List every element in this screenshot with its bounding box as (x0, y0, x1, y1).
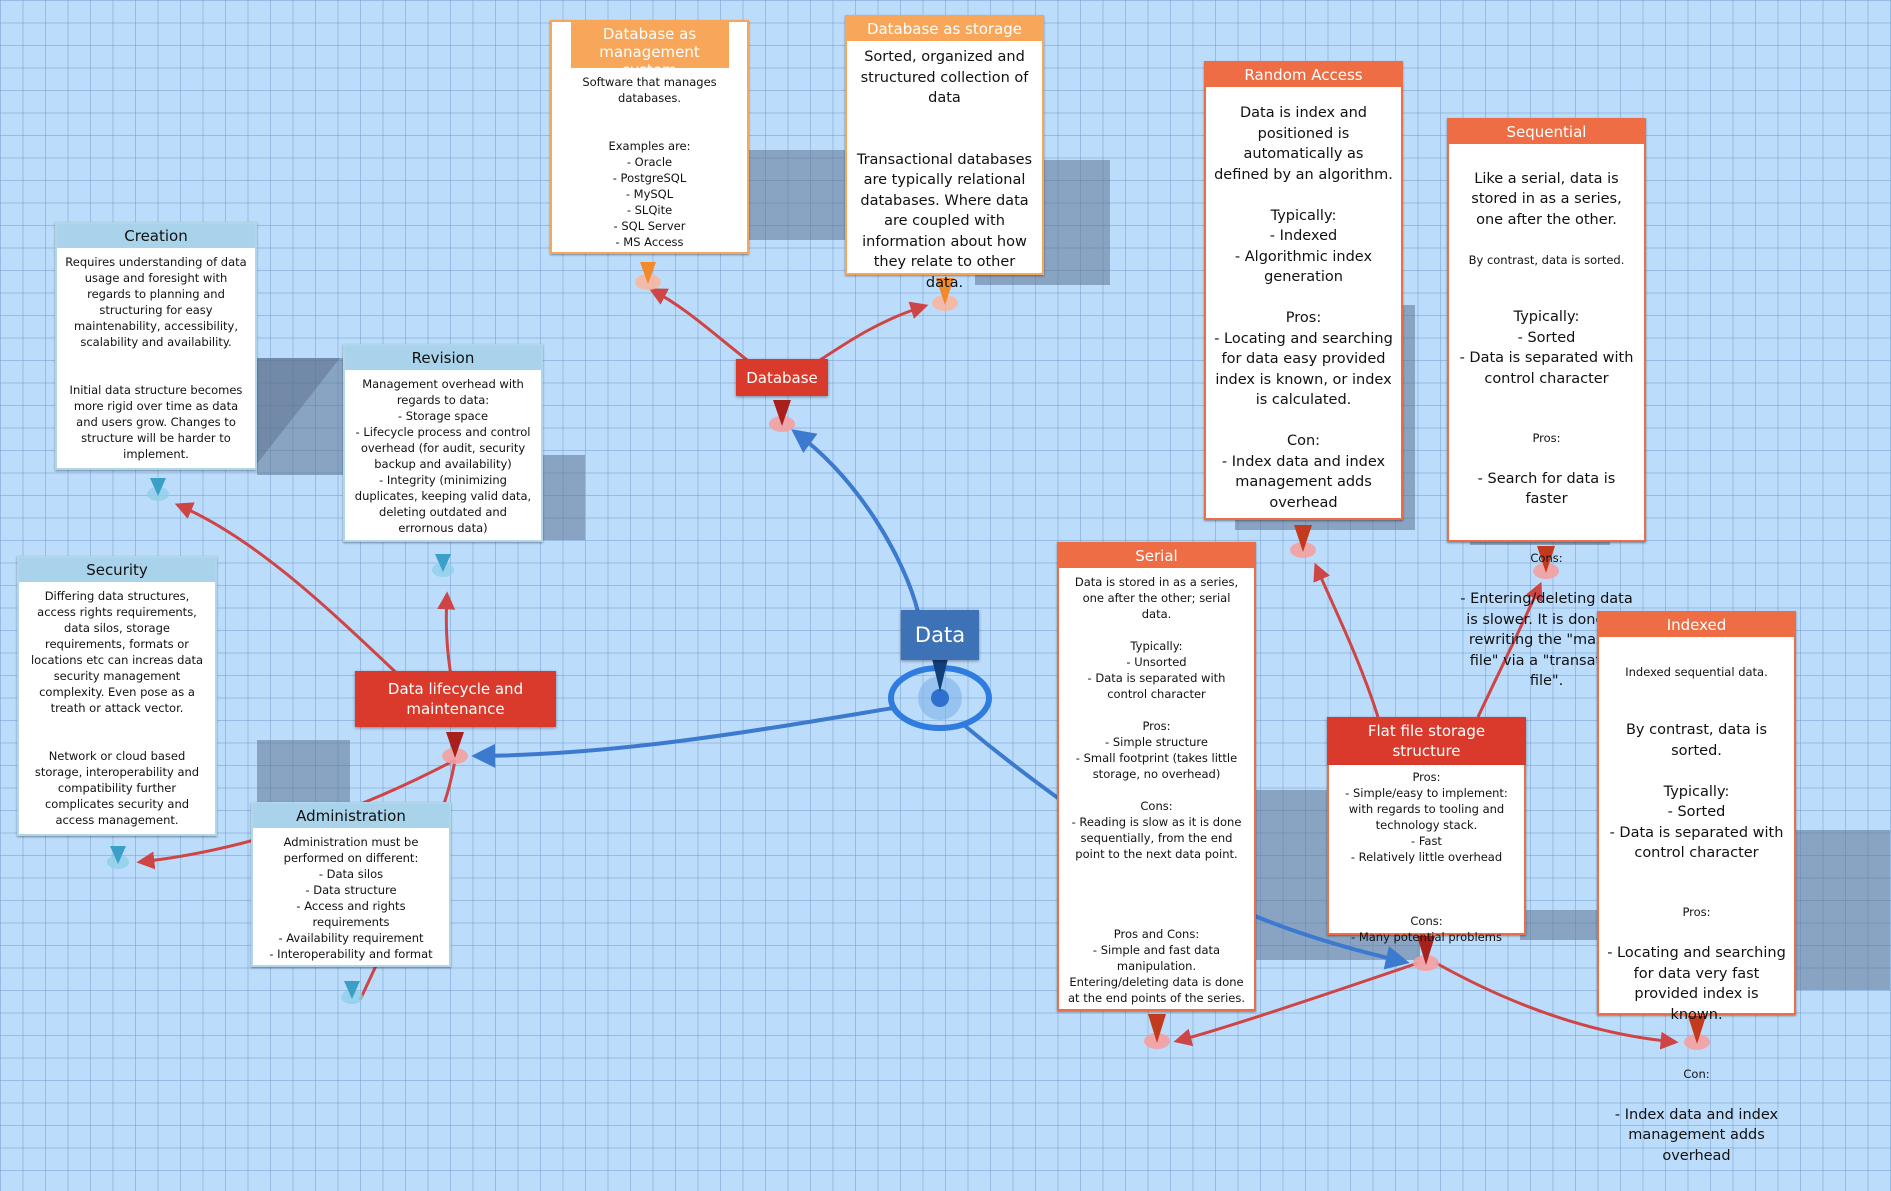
pin-db-storage (932, 278, 958, 311)
card-db-mgmt-body: Software that manages databases. Example… (582, 75, 717, 249)
indexed-text-1: Indexed sequential data. (1625, 664, 1768, 679)
indexed-text-6: - Index data and index management adds o… (1614, 1106, 1779, 1164)
card-serial-title: Serial (1059, 544, 1254, 568)
central-node-data[interactable]: Data (901, 610, 979, 660)
branch-lifecycle-label: Data lifecycle and maintenance (387, 680, 524, 718)
card-indexed-content: Indexed sequential data. By contrast, da… (1599, 637, 1794, 1191)
card-random-access[interactable]: Random Access Data is index and position… (1204, 61, 1403, 520)
branch-flatfile[interactable]: Flat file storage structure (1327, 717, 1526, 765)
pin-security (107, 846, 129, 869)
branch-lifecycle[interactable]: Data lifecycle and maintenance (355, 671, 556, 727)
card-sequential[interactable]: Sequential Like a serial, data is stored… (1447, 118, 1646, 689)
sequential-text-4: Pros: (1532, 430, 1561, 445)
card-serial[interactable]: Serial Data is stored in as a series, on… (1057, 542, 1256, 1011)
pin-revision (432, 554, 454, 577)
indexed-text-3: Pros: (1682, 905, 1711, 919)
card-creation-title: Creation (57, 224, 255, 248)
card-revision-body: Management overhead with regards to data… (354, 377, 532, 535)
pin-creation (147, 478, 169, 501)
card-administration-title: Administration (253, 804, 449, 828)
pin-database (769, 400, 795, 432)
card-administration-body: Administration must be performed on diff… (269, 835, 433, 961)
card-db-storage[interactable]: Database as storage Sorted, organized an… (845, 15, 1044, 291)
card-revision-title: Revision (345, 346, 541, 370)
card-creation[interactable]: Creation Requires understanding of data … (55, 222, 257, 470)
pin-sequential (1533, 546, 1559, 579)
sequential-text-3: Typically: - Sorted - Data is separated … (1459, 309, 1634, 387)
card-random-access-body: Data is index and positioned is automati… (1214, 105, 1393, 511)
sequential-text-2: By contrast, data is sorted. (1468, 252, 1625, 267)
branch-database[interactable]: Database (736, 359, 828, 396)
branch-database-label: Database (746, 368, 818, 387)
pin-lifecycle (442, 732, 468, 764)
card-flatfile-detail-body: Pros: - Simple/easy to implement: with r… (1345, 770, 1508, 944)
card-sequential-title: Sequential (1449, 120, 1644, 144)
card-security-body: Differing data structures, access rights… (30, 589, 204, 827)
card-random-access-title: Random Access (1206, 63, 1401, 87)
pin-flatfile (1413, 936, 1439, 971)
card-serial-body: Data is stored in as a series, one after… (1067, 575, 1245, 1005)
central-label: Data (914, 623, 966, 647)
indexed-text-5: Con: (1683, 1066, 1710, 1081)
pin-administration (341, 981, 363, 1004)
card-indexed-title: Indexed (1599, 613, 1794, 637)
card-indexed[interactable]: Indexed Indexed sequential data. By cont… (1597, 611, 1796, 1164)
pin-random (1290, 525, 1316, 558)
pin-serial (1144, 1014, 1170, 1049)
indexed-text-2: By contrast, data is sorted. Typically: … (1609, 722, 1784, 861)
card-db-storage-body: Sorted, organized and structured collect… (856, 49, 1033, 291)
indexed-text-4: - Locating and searching for data very f… (1607, 945, 1786, 1023)
card-flatfile-detail[interactable]: Pros: - Simple/easy to implement: with r… (1327, 765, 1526, 944)
card-revision[interactable]: Revision Management overhead with regard… (343, 344, 543, 542)
card-creation-body: Requires understanding of data usage and… (65, 255, 247, 461)
pin-db-mgmt (635, 262, 661, 290)
card-db-mgmt-title: Database as management system (570, 22, 729, 79)
sequential-text-6: Cons: (1530, 551, 1563, 565)
card-administration[interactable]: Administration Administration must be pe… (251, 802, 451, 967)
card-db-storage-title: Database as storage (847, 17, 1042, 41)
card-db-mgmt[interactable]: Database as management system Software t… (550, 20, 749, 254)
pin-indexed (1684, 1016, 1710, 1050)
sequential-text-1: Like a serial, data is stored in as a se… (1471, 170, 1622, 228)
sequential-text-5: - Search for data is faster (1477, 470, 1616, 508)
branch-flatfile-label: Flat file storage structure (1367, 722, 1486, 760)
card-security[interactable]: Security Differing data structures, acce… (17, 556, 217, 836)
card-security-title: Security (19, 558, 215, 582)
